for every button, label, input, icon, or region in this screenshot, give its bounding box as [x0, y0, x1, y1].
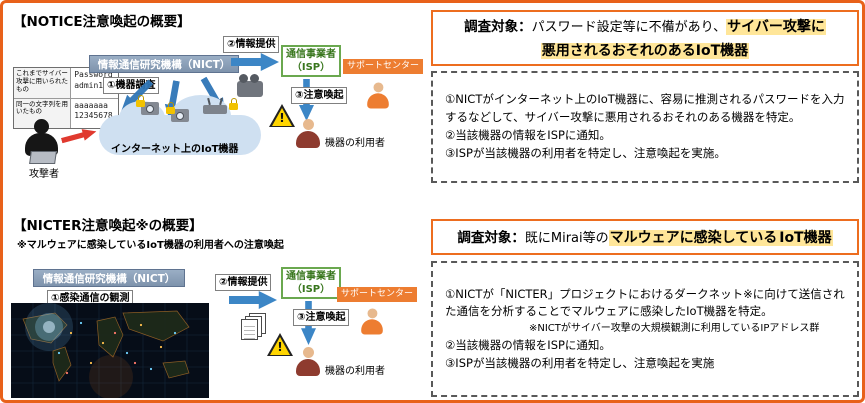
step-text: ②当該機器の情報をISPに通知。	[445, 128, 611, 142]
nict-box: 情報通信研究機構（NICT）	[33, 269, 185, 287]
isp-label: 通信事業者	[286, 271, 336, 282]
target-text: パスワード設定等に不備があり、	[531, 20, 727, 36]
notice-target-box: 調査対象：パスワード設定等に不備があり、サイバー攻撃に 悪用されるおそれのあるI…	[431, 10, 859, 66]
info-provide-label: ②情報提供	[215, 274, 272, 291]
step-text: ③ISPが当該機器の利用者を特定し、注意喚起を実施。	[445, 145, 726, 160]
step-text: ①NICTが「NICTER」プロジェクトにおけるダークネット※に向けて送信された…	[445, 286, 845, 319]
password-value: 12345678	[74, 111, 113, 121]
target-highlight: IoT機器	[778, 230, 833, 247]
step-text: ②当該機器の情報をISPに通知。	[445, 337, 611, 352]
support-agent-icon	[360, 308, 383, 335]
device-user-label: 機器の利用者	[325, 138, 385, 149]
target-highlight: サイバー攻撃に	[726, 19, 826, 36]
nict-box: 情報通信研究機構（NICT）	[89, 55, 239, 73]
target-highlight: 悪用されるおそれのあるIoT機器	[540, 43, 750, 60]
monitoring-camera-icon	[237, 74, 263, 97]
isp-label: （ISP）	[291, 62, 331, 73]
step-footnote: ※NICTがサイバー攻撃の大規模観測に利用しているIPアドレス群	[529, 323, 820, 335]
documents-icon	[241, 313, 267, 341]
step-text: ①NICTがインターネット上のIoT機器に、容易に推測されるパスワードを入力する…	[445, 92, 845, 125]
password-row: これまでサイバー攻撃に用いられたもの Password admin1234	[14, 68, 118, 99]
router-icon	[203, 105, 227, 114]
iot-devices-label: インターネット上のIoT機器	[111, 144, 239, 155]
isp-box: 通信事業者 （ISP）	[281, 267, 341, 299]
info-provide-label: ②情報提供	[223, 36, 280, 53]
notice-target-line2: 悪用されるおそれのあるIoT機器	[540, 38, 750, 61]
device-user-icon	[295, 119, 321, 148]
step-text: ③ISPが当該機器の利用者を特定し、注意喚起を実施	[445, 355, 715, 370]
isp-label: （ISP）	[291, 284, 331, 295]
password-values: aaaaaaa 12345678	[71, 99, 118, 129]
password-value: aaaaaaa	[74, 100, 108, 110]
notice-section-title: 【NOTICE注意喚起の概要】	[13, 14, 191, 30]
password-values: Password admin1234	[71, 68, 118, 98]
support-agent-icon	[366, 82, 389, 109]
support-center-box: サポートセンター	[337, 287, 417, 302]
support-center-box: サポートセンター	[343, 59, 423, 74]
password-examples-box: これまでサイバー攻撃に用いられたもの Password admin1234 同一…	[13, 67, 119, 129]
isp-box: 通信事業者 （ISP）	[281, 45, 341, 77]
padlock-icon	[166, 102, 175, 114]
webcam-icon	[141, 102, 159, 115]
attacker-icon	[21, 119, 63, 165]
warning-icon	[269, 104, 295, 127]
nicter-atlas-map	[11, 303, 209, 399]
attacker-label: 攻撃者	[29, 169, 59, 180]
nicter-subtitle: ※マルウェアに感染しているIoT機器の利用者への注意喚起	[17, 240, 284, 251]
info-provide-arrow-icon	[229, 291, 277, 309]
nicter-section-title: 【NICTER注意喚起※の概要】	[13, 218, 203, 234]
password-note: これまでサイバー攻撃に用いられたもの	[14, 68, 72, 98]
padlock-icon	[136, 95, 145, 107]
alert-label: ③注意喚起	[293, 309, 350, 326]
alert-label: ③注意喚起	[291, 87, 348, 104]
password-row: 同一の文字列を用いたもの aaaaaaa 12345678	[14, 98, 118, 129]
device-user-label: 機器の利用者	[325, 366, 385, 377]
webcam-icon	[171, 109, 189, 122]
password-note: 同一の文字列を用いたもの	[14, 98, 72, 128]
device-user-icon	[295, 347, 321, 376]
warning-icon	[267, 333, 293, 356]
isp-label: 通信事業者	[286, 49, 336, 60]
notice-steps-box: ①NICTがインターネット上のIoT機器に、容易に推測されるパスワードを入力する…	[431, 71, 859, 183]
notice-target-line1: 調査対象：パスワード設定等に不備があり、サイバー攻撃に	[464, 14, 826, 38]
password-value: admin1234	[74, 80, 118, 90]
padlock-icon	[229, 98, 238, 110]
target-highlight: マルウェアに感染している	[608, 230, 779, 247]
target-label: 調査対象：	[457, 230, 525, 247]
nicter-steps-box: ①NICTが「NICTER」プロジェクトにおけるダークネット※に向けて送信された…	[431, 261, 859, 397]
target-label: 調査対象：	[464, 19, 532, 36]
target-text: 既にMirai等の	[524, 231, 609, 247]
password-value: Password	[74, 70, 113, 79]
